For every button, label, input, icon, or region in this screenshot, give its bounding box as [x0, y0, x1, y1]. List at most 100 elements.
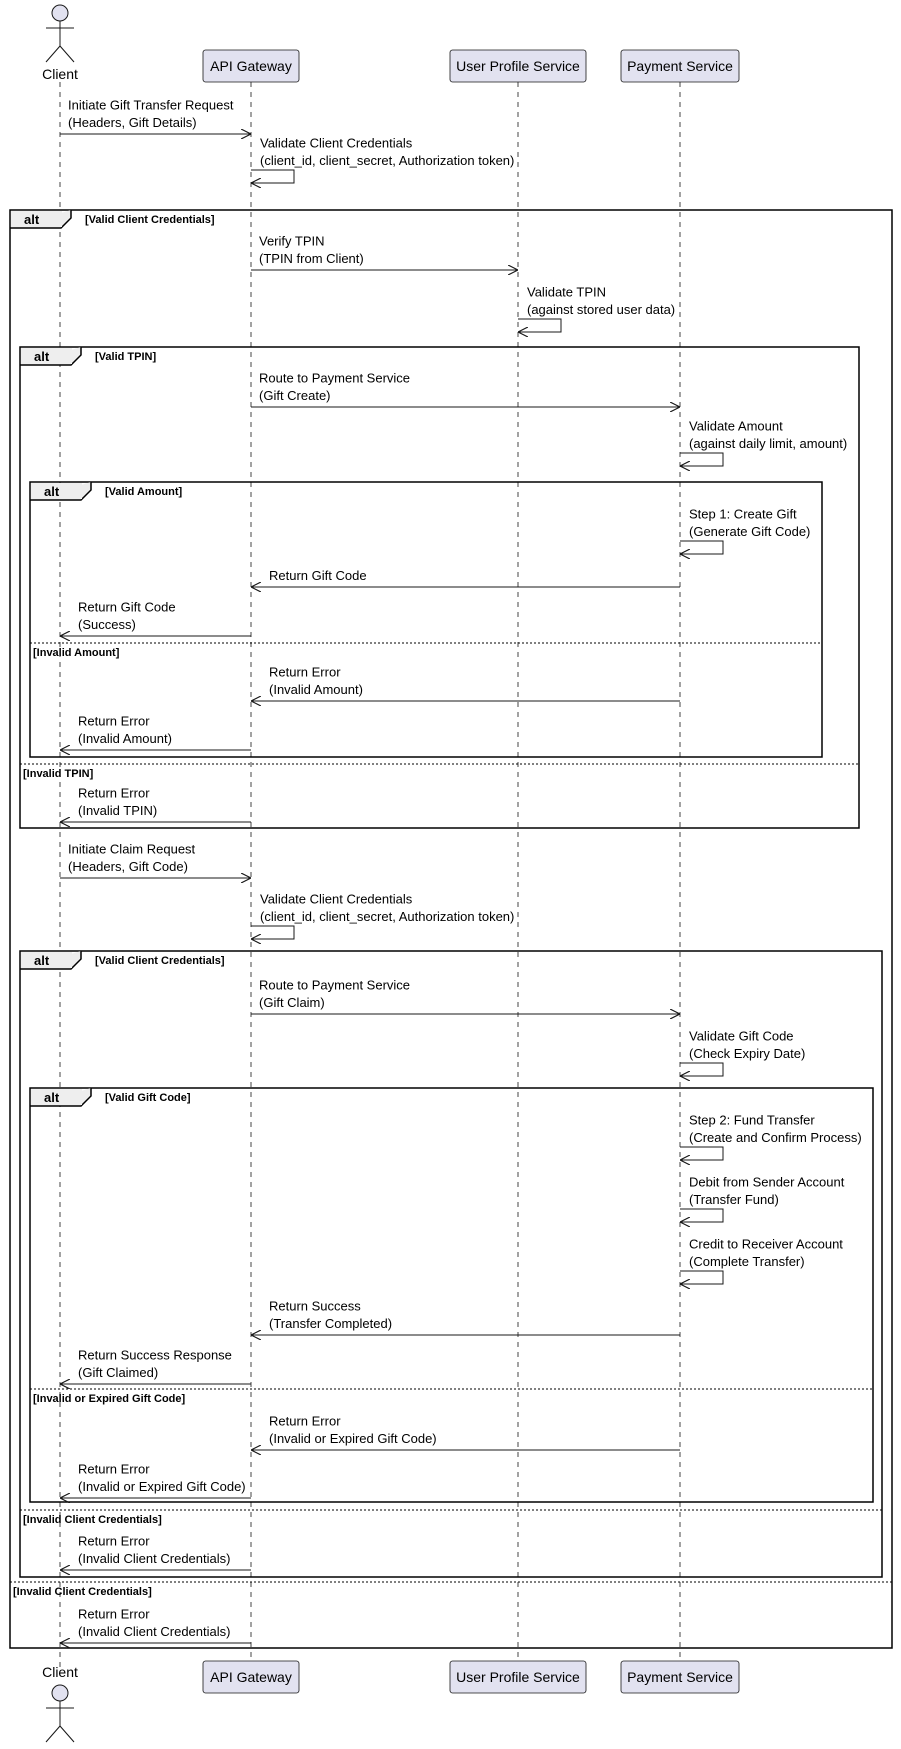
message: Return Success (Transfer Completed): [252, 1299, 680, 1336]
message-label: (TPIN from Client): [259, 251, 364, 266]
message: Return Error (Invalid Amount): [252, 665, 680, 702]
participant-box-payment-bottom: Payment Service: [620, 1660, 740, 1694]
message-label: (Invalid TPIN): [78, 803, 157, 818]
message-label: (Check Expiry Date): [689, 1046, 805, 1061]
message-label: (client_id, client_secret, Authorization…: [260, 909, 514, 924]
fragment-else-guard: [Invalid Client Credentials]: [23, 1514, 162, 1526]
message: Return Error(Invalid Amount): [61, 714, 251, 751]
alt-fragment: alt [Valid Amount] [Invalid Amount]: [29, 481, 823, 758]
fragment-else-guard: [Invalid Amount]: [33, 647, 120, 659]
participant-label-bottom: Client: [42, 1664, 78, 1680]
message: Return Gift Code(Success): [61, 600, 251, 637]
message-label: (Generate Gift Code): [689, 524, 810, 539]
message-label: (Success): [78, 617, 136, 632]
message-label: (Invalid Client Credentials): [78, 1551, 230, 1566]
participant-box-gateway-bottom: API Gateway: [202, 1660, 300, 1694]
actor-top: Client: [42, 4, 78, 82]
message-label: Verify TPIN: [259, 234, 325, 249]
message-label: Validate Client Credentials: [260, 136, 413, 151]
message-label: (Complete Transfer): [689, 1254, 805, 1269]
fragment-else-guard: [Invalid TPIN]: [23, 768, 94, 780]
alt-fragment: alt [Valid Client Credentials] [Invalid Cl…: [19, 950, 883, 1578]
participant-label: Payment Service: [627, 58, 733, 74]
message: Return Success Response(Gift Claimed): [61, 1348, 251, 1385]
participant-label: Payment Service: [627, 1669, 733, 1685]
message-label: Return Error: [78, 1462, 150, 1477]
alt-fragment: alt [Valid TPIN] [Invalid TPIN]: [19, 346, 860, 829]
message-label: Validate TPIN: [527, 285, 606, 300]
self-message-arrow: [680, 1062, 724, 1076]
message-label: Validate Gift Code: [689, 1029, 794, 1044]
message-label: (Headers, Gift Details): [68, 115, 197, 130]
message-label: (Headers, Gift Code): [68, 859, 188, 874]
message: Step 1: Create Gift (Generate Gift Code): [680, 507, 810, 555]
message: Validate TPIN (against stored user data): [518, 285, 675, 333]
message-label: Initiate Claim Request: [68, 842, 196, 857]
message: Validate Client Credentials(client_id, c…: [251, 892, 514, 940]
message-label: Return Error: [269, 1414, 341, 1429]
self-message-arrow: [680, 1270, 724, 1284]
fragment-keyword: alt: [34, 953, 50, 968]
message-label: (Gift Claim): [259, 995, 325, 1010]
message: Return Gift Code: [252, 568, 680, 587]
fragment-guard: [Valid Amount]: [105, 486, 183, 498]
message: Validate Gift Code (Check Expiry Date): [680, 1029, 805, 1077]
message-label: (Invalid or Expired Gift Code): [269, 1431, 437, 1446]
fragment-guard: [Valid Client Credentials]: [85, 214, 215, 226]
message-label: (against stored user data): [527, 302, 675, 317]
fragment-else-guard: [Invalid Client Credentials]: [13, 1586, 152, 1598]
self-message-arrow: [251, 925, 295, 939]
message: Initiate Claim Request (Headers, Gift Cod…: [60, 842, 250, 879]
message-label: Step 1: Create Gift: [689, 507, 797, 522]
fragment-keyword: alt: [44, 484, 60, 499]
message: Step 2: Fund Transfer(Create and Confirm…: [680, 1113, 862, 1161]
fragment-keyword: alt: [34, 349, 50, 364]
participant-box-gateway-top: API Gateway: [202, 49, 300, 83]
message-label: Return Error: [269, 665, 341, 680]
message-label: Return Error: [78, 1607, 150, 1622]
fragment-else-guard: [Invalid or Expired Gift Code]: [33, 1393, 186, 1405]
participant-label: API Gateway: [210, 58, 292, 74]
self-message-arrow: [518, 318, 562, 332]
message-label: Step 2: Fund Transfer: [689, 1113, 815, 1128]
message: Return Error(Invalid Client Credentials): [61, 1607, 251, 1644]
message-label: Return Gift Code: [269, 568, 367, 583]
message-label: (Invalid Amount): [269, 682, 363, 697]
message-label: (Transfer Fund): [689, 1192, 779, 1207]
message: Return Error (Invalid TPIN): [61, 786, 251, 823]
participant-box-payment-top: Payment Service: [620, 49, 740, 83]
message-label: Return Error: [78, 714, 150, 729]
message: Route to Payment Service(Gift Create): [251, 371, 679, 408]
message-label: Debit from Sender Account: [689, 1175, 845, 1190]
message: Debit from Sender Account (Transfer Fund): [680, 1175, 845, 1223]
message-label: Validate Amount: [689, 419, 783, 434]
self-message-arrow: [680, 540, 724, 554]
alt-fragment: alt [Valid Client Credentials] [Invalid Cl…: [9, 209, 893, 1649]
message-label: Return Error: [78, 786, 150, 801]
message-label: (Gift Claimed): [78, 1365, 158, 1380]
message-label: (client_id, client_secret, Authorization…: [260, 153, 514, 168]
fragment-guard: [Valid Client Credentials]: [95, 955, 225, 967]
fragment-keyword: alt: [24, 212, 40, 227]
message-label: (against daily limit, amount): [689, 436, 847, 451]
message-label: Credit to Receiver Account: [689, 1237, 843, 1252]
fragment-guard: [Valid TPIN]: [95, 351, 156, 363]
self-message-arrow: [251, 169, 295, 183]
actor-bottom: Client: [42, 1664, 78, 1743]
message-label: (Transfer Completed): [269, 1316, 392, 1331]
message-label: Return Error: [78, 1534, 150, 1549]
actor-head-icon: [51, 1684, 69, 1702]
message: Return Error (Invalid or Expired Gift Cod…: [252, 1414, 680, 1451]
message: Verify TPIN (TPIN from Client): [251, 234, 517, 271]
participant-label: User Profile Service: [456, 58, 580, 74]
message-label: Initiate Gift Transfer Request: [68, 98, 234, 113]
message: Validate Amount (against daily limit, amo…: [680, 419, 847, 467]
message: Validate Client Credentials (client_id, c…: [251, 136, 514, 184]
fragment-guard: [Valid Gift Code]: [105, 1092, 191, 1104]
self-message-arrow: [680, 1146, 724, 1160]
message: Route to Payment Service(Gift Claim): [251, 978, 679, 1015]
alt-fragment: alt[Valid Gift Code][Invalid or Expired …: [29, 1087, 874, 1503]
message-label: Return Success: [269, 1299, 361, 1314]
message: Initiate Gift Transfer Request (Headers, …: [60, 98, 250, 135]
